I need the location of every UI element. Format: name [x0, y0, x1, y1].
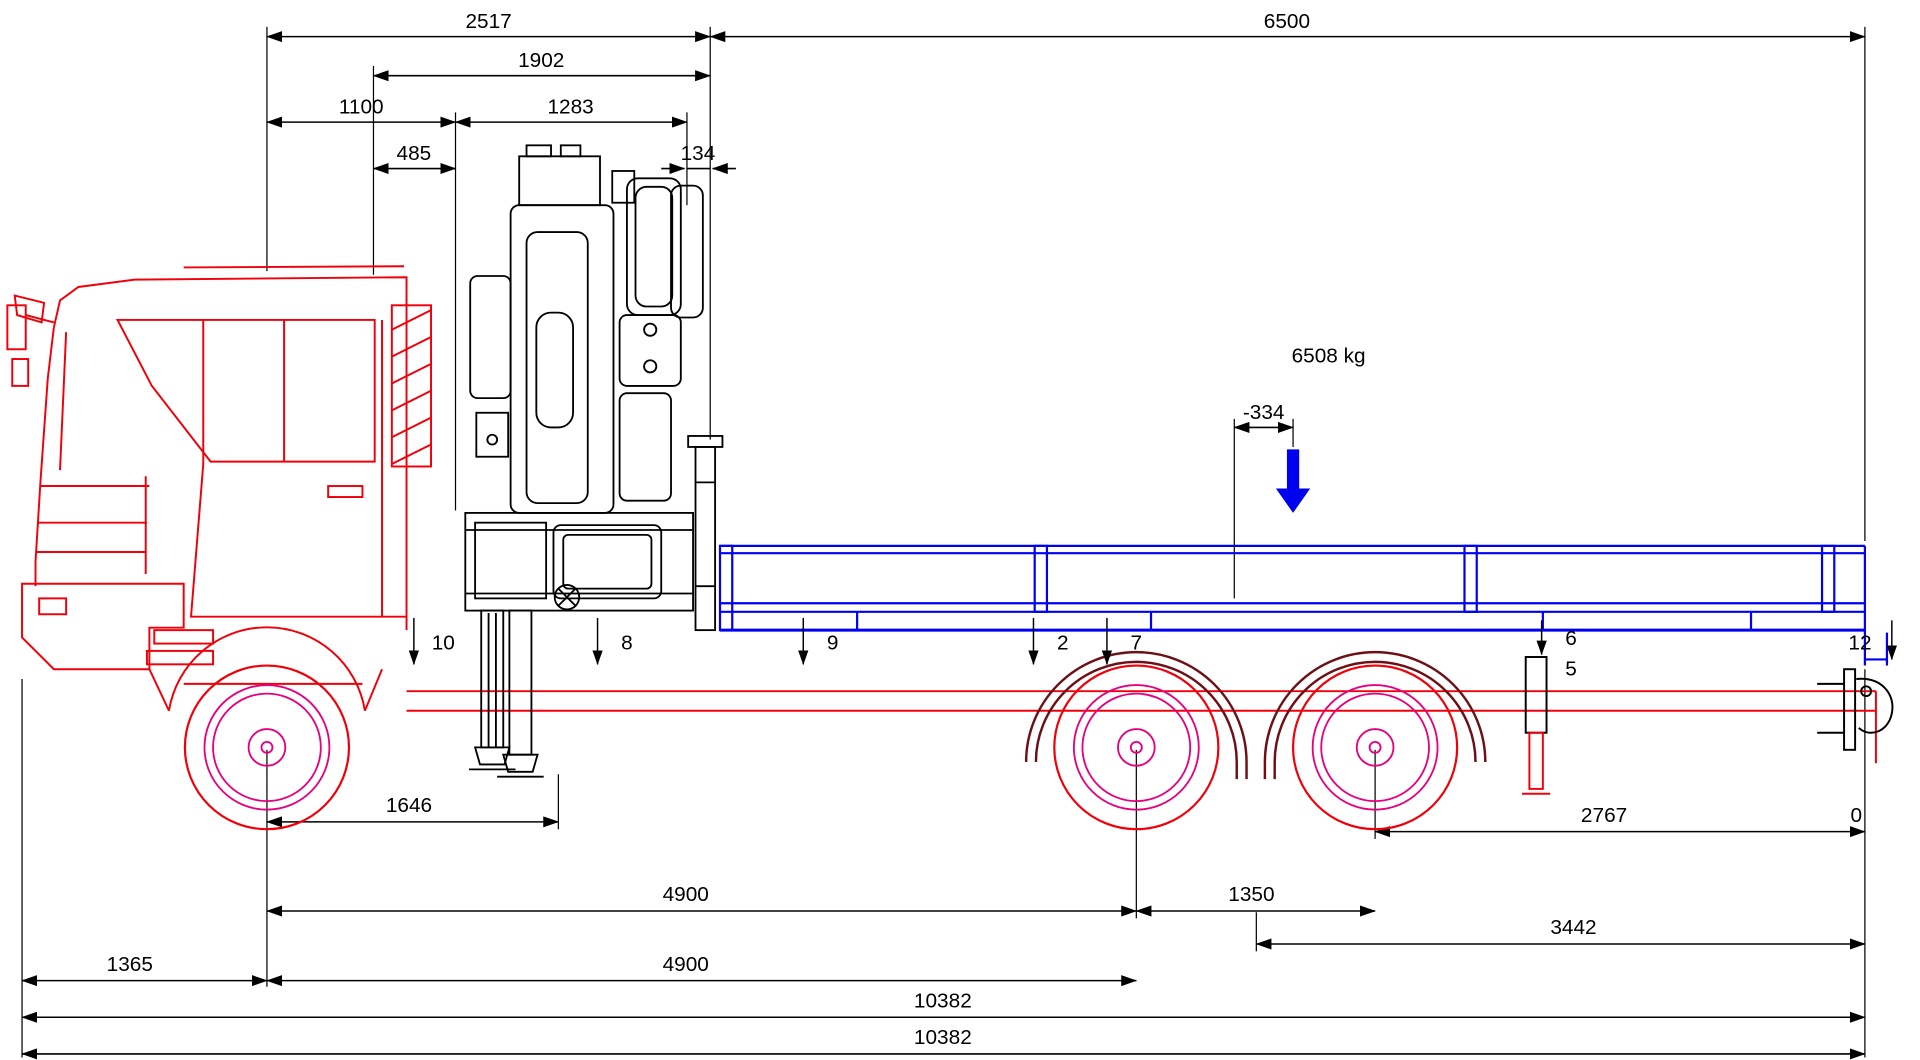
truck-cab — [6, 265, 432, 712]
crane-base — [464, 511, 694, 612]
rear-stabilizer — [1522, 656, 1551, 795]
crane-weight-label: 6508 kg — [1292, 345, 1366, 368]
dim-label-10382-b: 10382 — [914, 1026, 972, 1049]
mirror-lower — [11, 358, 30, 387]
cab-door — [189, 319, 384, 618]
dim-label-4900-a: 4900 — [663, 883, 709, 906]
dim-label-0: 0 — [1851, 804, 1863, 827]
dim-label-1902: 1902 — [518, 49, 564, 72]
dim-label-1100: 1100 — [339, 96, 384, 119]
crane-fan — [553, 584, 581, 611]
dimension-lines — [21, 31, 1866, 1060]
dim-label-6500: 6500 — [1264, 10, 1310, 33]
cab-step-upper — [153, 629, 215, 645]
door-handle — [327, 485, 364, 499]
body-stake — [1033, 544, 1049, 613]
crane-head — [518, 155, 601, 207]
side-window — [115, 318, 376, 463]
cab-step-lower — [145, 649, 215, 666]
dim-label-485: 485 — [397, 142, 432, 165]
front-wheel-arch — [168, 626, 366, 711]
cab-rear-panel — [390, 304, 432, 468]
station-label: 10 — [432, 632, 455, 655]
station-markers: 10 8 9 2 7 6 5 12 — [408, 617, 1897, 680]
station-label: 2 — [1057, 632, 1069, 655]
dim-label-134: 134 — [681, 142, 716, 165]
dimension-labels: 2517 6500 1902 1100 1283 485 134 6508 kg… — [107, 10, 1862, 1049]
headboard — [687, 435, 724, 632]
rear-wheel-2 — [1291, 664, 1459, 831]
body-stake — [1820, 544, 1836, 613]
load-arrow-glyph — [1275, 449, 1311, 513]
body-stake — [1463, 544, 1478, 613]
wheels — [183, 664, 1459, 831]
tow-hook — [1856, 677, 1894, 734]
station-label: 8 — [621, 632, 633, 655]
station-label: 9 — [827, 632, 839, 655]
mirror-upper — [6, 304, 27, 351]
dim-label-2517: 2517 — [465, 10, 511, 33]
dim-label-2767: 2767 — [1581, 804, 1627, 827]
crane-left-bracket — [469, 275, 512, 400]
station-label: 5 — [1565, 657, 1577, 680]
load-arrow — [1275, 449, 1311, 513]
rear-hitch — [1817, 668, 1894, 751]
dim-label-10382-a: 10382 — [914, 990, 972, 1013]
crane-cylinder — [618, 392, 672, 502]
station-label: 6 — [1565, 627, 1577, 650]
body-stake — [718, 544, 734, 632]
dim-label-1283: 1283 — [547, 96, 593, 119]
dim-label-3442: 3442 — [1550, 916, 1596, 939]
dim-label-1350: 1350 — [1228, 883, 1274, 906]
flatbed-body — [718, 544, 1889, 666]
cg-offset-label: -334 — [1243, 401, 1285, 424]
dim-label-4900-b: 4900 — [663, 953, 709, 976]
front-bumper — [21, 582, 185, 671]
rear-fenders — [1024, 650, 1487, 780]
rear-wheel-1 — [1053, 664, 1220, 831]
dim-label-1365: 1365 — [107, 953, 153, 976]
front-grille — [36, 476, 150, 574]
station-label: 12 — [1848, 632, 1871, 655]
extension-lines — [21, 26, 1866, 1058]
crane — [464, 144, 704, 612]
station-label: 7 — [1131, 632, 1143, 655]
chassis-frame — [183, 682, 1877, 764]
wind-deflector — [13, 294, 46, 324]
station-arrows — [408, 617, 1897, 666]
dim-label-1646: 1646 — [386, 794, 432, 817]
front-wheel — [183, 664, 351, 831]
crane-outriggers — [468, 609, 544, 778]
